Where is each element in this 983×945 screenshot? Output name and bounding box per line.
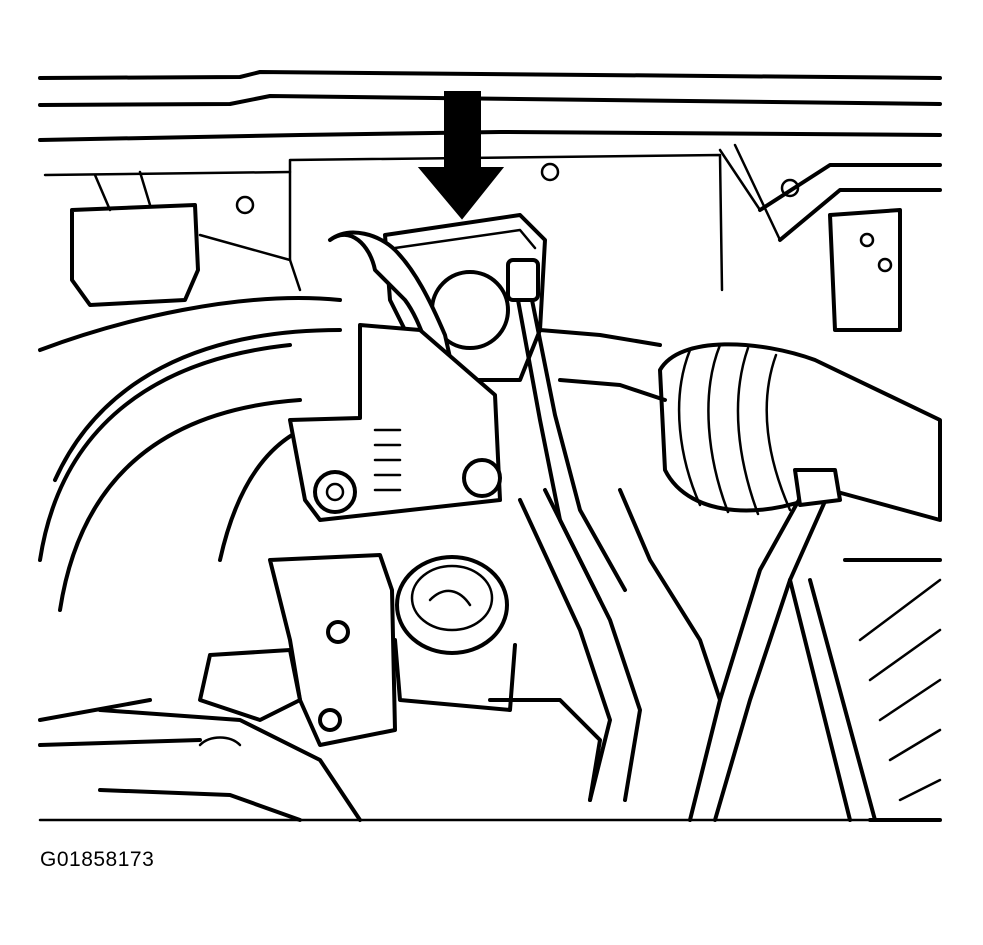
right-grille — [843, 558, 942, 822]
throttle-body — [288, 213, 547, 522]
figure-id-label: G01858173 — [40, 848, 155, 871]
lower-bracket — [198, 553, 397, 747]
accordion-boot — [538, 328, 942, 522]
oil-filler-cap — [393, 555, 517, 712]
right-component-box — [718, 143, 942, 332]
intake-duct — [38, 296, 342, 612]
lower-hoses — [38, 468, 877, 822]
indicator-arrow — [417, 91, 505, 220]
left-bracket — [70, 170, 302, 307]
firewall-panel — [43, 153, 724, 292]
hood-edge-lines — [38, 70, 942, 142]
